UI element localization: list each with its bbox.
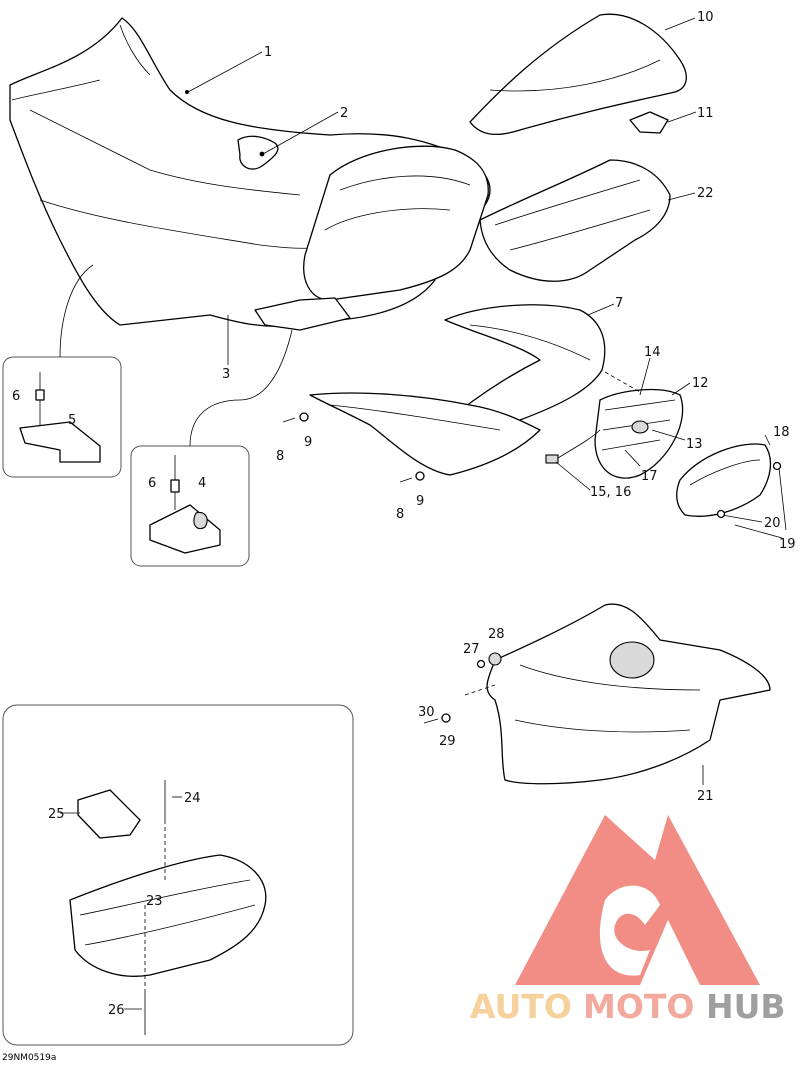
callout-labels: 1 2 3 4 5 6 6 7 8 8 9 9 10 11 12 13 14 1… [12, 10, 796, 1018]
callout-26: 26 [108, 1003, 125, 1018]
callout-20: 20 [764, 516, 781, 531]
callout-9a: 9 [304, 435, 312, 450]
callout-15-16: 15, 16 [590, 485, 631, 500]
callout-22: 22 [697, 186, 714, 201]
seat-assembly [9, 17, 491, 331]
callout-8a: 8 [276, 449, 284, 464]
rear-cover-21 [486, 603, 771, 785]
top-cover-10 [469, 13, 687, 136]
watermark-auto: AUTO [470, 987, 572, 1026]
inset-bracket-4 [130, 329, 293, 567]
lens-18 [676, 443, 772, 517]
callout-9b: 9 [416, 494, 424, 509]
callout-6b: 6 [148, 476, 156, 491]
callout-23: 23 [146, 894, 163, 909]
automotohub-logo: AUTO MOTO HUB [470, 815, 786, 1026]
callout-30: 30 [418, 705, 435, 720]
leader-lines [60, 17, 787, 1010]
fasteners [282, 412, 782, 724]
callout-18: 18 [773, 425, 790, 440]
callout-5: 5 [68, 413, 76, 428]
callout-7: 7 [615, 296, 623, 311]
watermark-moto: MOTO [583, 987, 694, 1026]
callout-6a: 6 [12, 389, 20, 404]
callout-29: 29 [439, 734, 456, 749]
inset-bracket-5 [2, 264, 122, 478]
callout-12: 12 [692, 376, 709, 391]
inset-tray-detail [2, 704, 354, 1046]
callout-28: 28 [488, 627, 505, 642]
callout-3: 3 [222, 367, 230, 382]
storage-tray-22 [479, 159, 671, 282]
callout-2: 2 [340, 106, 348, 121]
callout-4: 4 [198, 476, 206, 491]
callout-21: 21 [697, 789, 714, 804]
callout-13: 13 [686, 437, 703, 452]
callout-8b: 8 [396, 507, 404, 522]
callout-1: 1 [264, 45, 272, 60]
callout-27: 27 [463, 642, 480, 657]
taillight-assembly [545, 388, 684, 479]
callout-17: 17 [641, 469, 658, 484]
side-panel-lower [309, 392, 541, 476]
callout-19: 19 [779, 537, 796, 552]
callout-24: 24 [184, 791, 201, 806]
callout-10: 10 [697, 10, 714, 25]
watermark-hub: HUB [706, 987, 786, 1026]
callout-25: 25 [48, 807, 65, 822]
callout-14: 14 [644, 345, 661, 360]
callout-11: 11 [697, 106, 714, 121]
drawing-reference-code: 29NM0519a [2, 1053, 57, 1063]
